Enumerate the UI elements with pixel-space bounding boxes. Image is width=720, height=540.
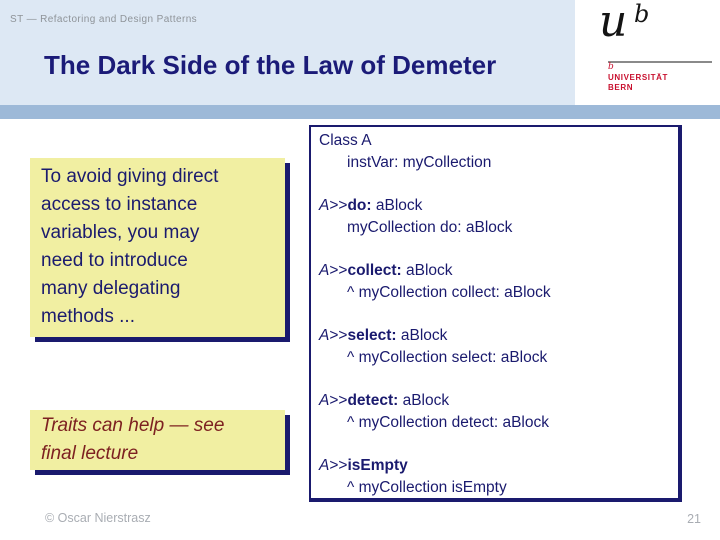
university-logo: u b b UNIVERSITÄT BERN — [575, 0, 720, 105]
code-arg: aBlock — [398, 392, 450, 409]
code-selector: collect: — [347, 262, 402, 279]
logo-city-text: BERN — [608, 83, 634, 92]
code-separator: >> — [329, 197, 348, 214]
code-arg: aBlock — [401, 262, 453, 279]
note-line: need to introduce — [41, 250, 188, 271]
note-line: methods ... — [41, 306, 135, 327]
code-panel: Class A instVar: myCollection A>>do: aBl… — [309, 125, 682, 502]
code-method-body: ^ myCollection isEmpty — [347, 479, 507, 496]
note-box-delegating-methods: To avoid giving direct access to instanc… — [30, 158, 285, 337]
code-method: A>>select: aBlock ^ myCollection select:… — [319, 325, 670, 369]
page-title: The Dark Side of the Law of Demeter — [44, 50, 497, 80]
logo-divider-line — [608, 61, 712, 63]
code-method: A>>isEmpty ^ myCollection isEmpty — [319, 455, 670, 498]
note-line: variables, you may — [41, 222, 200, 243]
note-box-traits: Traits can help — see final lecture — [30, 410, 285, 470]
code-method-signature: A>>isEmpty — [319, 455, 670, 477]
code-method-body: ^ myCollection select: aBlock — [347, 349, 548, 366]
divider-bar — [0, 105, 720, 119]
code-separator: >> — [329, 392, 348, 409]
course-label: ST — Refactoring and Design Patterns — [10, 14, 198, 25]
code-arg: aBlock — [371, 197, 423, 214]
code-receiver: A — [319, 457, 330, 474]
code-receiver: A — [319, 262, 330, 279]
logo-university-text: UNIVERSITÄT — [608, 73, 668, 82]
code-method-body: ^ myCollection detect: aBlock — [347, 414, 549, 431]
code-class-header: Class A — [319, 132, 372, 149]
logo-small-mark: b — [608, 62, 614, 72]
code-selector: detect: — [347, 392, 399, 409]
traits-line: final lecture — [41, 443, 139, 464]
code-receiver: A — [319, 392, 330, 409]
code-method-signature: A>>do: aBlock — [319, 195, 670, 217]
code-method: A>>detect: aBlock ^ myCollection detect:… — [319, 390, 670, 434]
code-receiver: A — [319, 327, 330, 344]
code-selector: isEmpty — [347, 457, 408, 474]
code-selector: do: — [347, 197, 372, 214]
code-separator: >> — [329, 327, 348, 344]
code-separator: >> — [329, 262, 348, 279]
page-number: 21 — [687, 512, 701, 526]
code-method-signature: A>>detect: aBlock — [319, 390, 670, 412]
code-method: A>>collect: aBlock ^ myCollection collec… — [319, 260, 670, 304]
note-line: To avoid giving direct — [41, 166, 219, 187]
logo-u-glyph: u — [599, 0, 628, 47]
code-method: A>>do: aBlock myCollection do: aBlock — [319, 195, 670, 239]
code-receiver: A — [319, 197, 330, 214]
traits-line: Traits can help — see — [41, 415, 225, 436]
code-arg: aBlock — [396, 327, 448, 344]
copyright-text: © Oscar Nierstrasz — [45, 511, 151, 525]
code-separator: >> — [329, 457, 348, 474]
logo-b-glyph: b — [634, 0, 650, 28]
note-line: access to instance — [41, 194, 198, 215]
code-method-body: ^ myCollection collect: aBlock — [347, 284, 551, 301]
code-selector: select: — [347, 327, 397, 344]
code-inst-var: instVar: myCollection — [347, 154, 492, 171]
code-method-body: myCollection do: aBlock — [347, 219, 513, 236]
code-method-signature: A>>select: aBlock — [319, 325, 670, 347]
note-line: many delegating — [41, 278, 181, 299]
code-method-signature: A>>collect: aBlock — [319, 260, 670, 282]
